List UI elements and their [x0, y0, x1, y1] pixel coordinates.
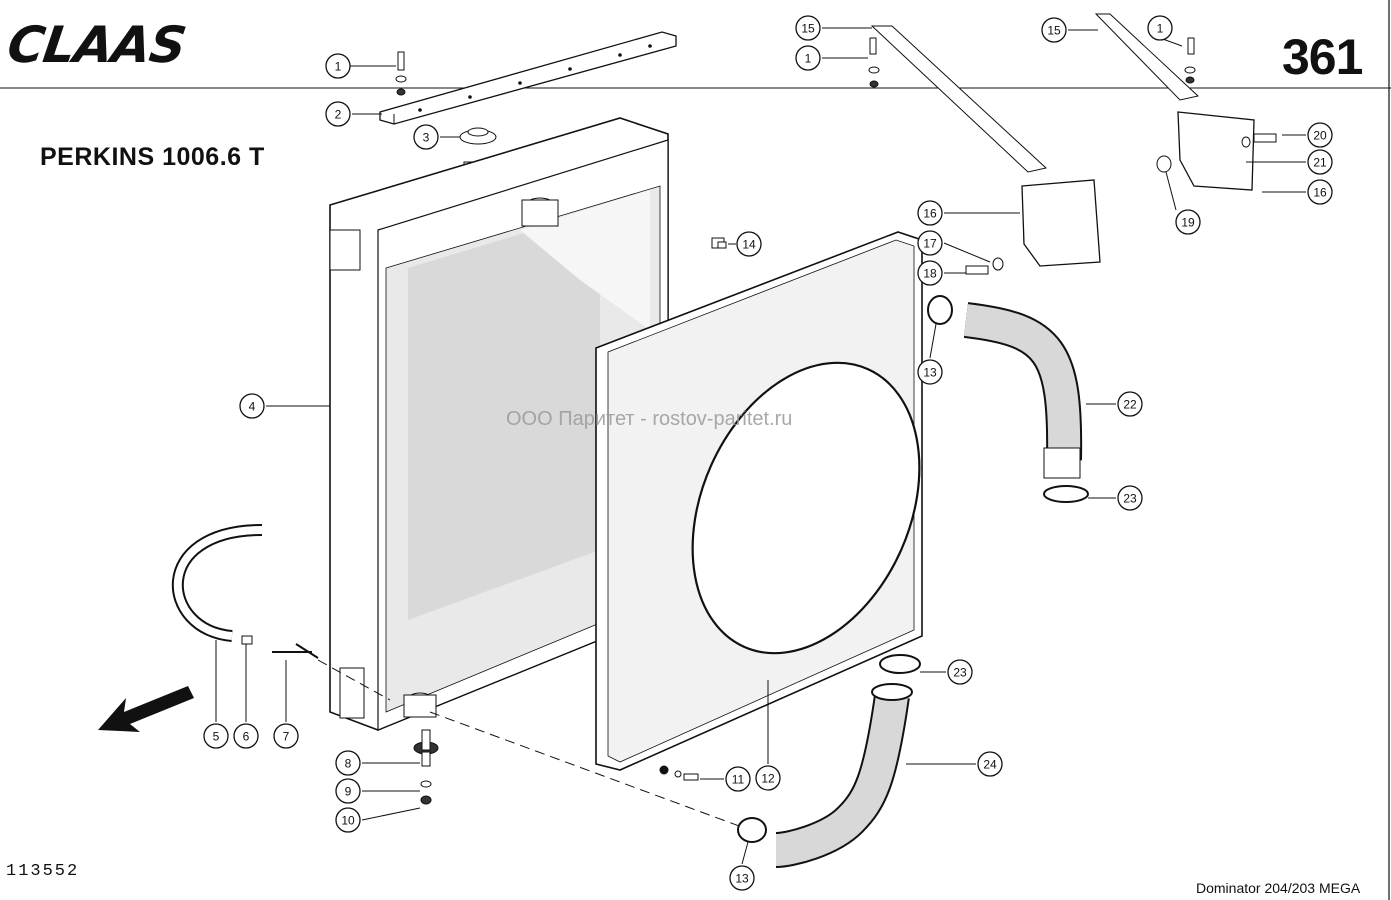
- svg-text:23: 23: [953, 666, 967, 680]
- callout-16: 16: [917, 200, 943, 226]
- callout-22: 22: [1117, 391, 1143, 417]
- svg-text:23: 23: [1123, 492, 1137, 506]
- svg-text:24: 24: [983, 758, 997, 772]
- callout-6: 6: [233, 723, 259, 749]
- callout-15: 15: [795, 15, 821, 41]
- callout-7: 7: [273, 723, 299, 749]
- svg-text:10: 10: [341, 814, 355, 828]
- leader-lines: [215, 27, 1306, 865]
- svg-text:20: 20: [1313, 129, 1327, 143]
- callout-19: 19: [1175, 209, 1201, 235]
- svg-text:8: 8: [345, 757, 352, 771]
- svg-text:13: 13: [923, 366, 937, 380]
- callout-23: 23: [947, 659, 973, 685]
- callout-21: 21: [1307, 149, 1333, 175]
- callout-2: 2: [325, 101, 351, 127]
- rubber-mount-part: [413, 729, 439, 805]
- svg-text:14: 14: [742, 238, 756, 252]
- svg-text:13: 13: [735, 872, 749, 886]
- callout-4: 4: [239, 393, 265, 419]
- screw-set-part: [659, 765, 699, 781]
- callout-15: 15: [1041, 17, 1067, 43]
- svg-text:15: 15: [1047, 24, 1061, 38]
- svg-text:15: 15: [801, 22, 815, 36]
- callout-1: 1: [325, 53, 351, 79]
- fitting-part: [711, 237, 727, 249]
- svg-text:6: 6: [243, 730, 250, 744]
- travel-direction-arrow: [98, 686, 194, 732]
- callout-17: 17: [917, 230, 943, 256]
- callout-1: 1: [1147, 15, 1173, 41]
- svg-text:3: 3: [423, 131, 430, 145]
- brand-logo: CLAAS: [3, 16, 190, 74]
- machine-model: Dominator 204/203 MEGA: [1196, 880, 1361, 896]
- svg-text:12: 12: [761, 772, 775, 786]
- watermark-text: ООО Паритет - rostov-paritet.ru: [506, 408, 793, 430]
- drawing-number: 113552: [6, 862, 80, 881]
- svg-text:16: 16: [1313, 186, 1327, 200]
- callout-10: 10: [335, 807, 361, 833]
- support-bar-part: [379, 31, 677, 125]
- callout-9: 9: [335, 778, 361, 804]
- fan-shroud-part: [595, 231, 923, 771]
- callout-24: 24: [977, 751, 1003, 777]
- callout-13: 13: [917, 359, 943, 385]
- svg-text:4: 4: [249, 400, 256, 414]
- engine-title: PERKINS 1006.6 T: [40, 143, 265, 171]
- svg-text:1: 1: [335, 60, 342, 74]
- svg-text:1: 1: [1157, 22, 1164, 36]
- svg-text:21: 21: [1313, 156, 1327, 170]
- svg-text:16: 16: [923, 207, 937, 221]
- svg-text:5: 5: [213, 730, 220, 744]
- callout-14: 14: [736, 231, 762, 257]
- callout-8: 8: [335, 750, 361, 776]
- svg-text:11: 11: [732, 773, 745, 787]
- callout-3: 3: [413, 124, 439, 150]
- radiator-core-part: [329, 117, 669, 731]
- callout-20: 20: [1307, 122, 1333, 148]
- svg-text:1: 1: [805, 52, 812, 66]
- callout-16: 16: [1307, 179, 1333, 205]
- lower-hose-part: [737, 654, 921, 868]
- callout-1: 1: [795, 45, 821, 71]
- alignment-dashed-line: [429, 711, 751, 831]
- svg-text:2: 2: [335, 108, 342, 122]
- upper-hose-part: [927, 295, 1089, 503]
- callout-12: 12: [755, 765, 781, 791]
- bracket-strap-part: [868, 13, 1277, 275]
- callout-5: 5: [203, 723, 229, 749]
- callout-18: 18: [917, 260, 943, 286]
- svg-text:9: 9: [345, 785, 352, 799]
- svg-text:19: 19: [1181, 216, 1195, 230]
- page-number: 361: [1282, 29, 1363, 85]
- bolt-washer-stack: [395, 51, 407, 96]
- svg-text:22: 22: [1123, 398, 1137, 412]
- drain-hose-part: [171, 524, 391, 701]
- svg-text:7: 7: [283, 730, 290, 744]
- callout-23: 23: [1117, 485, 1143, 511]
- callout-11: 11: [725, 766, 751, 792]
- svg-text:18: 18: [923, 267, 937, 281]
- svg-text:17: 17: [923, 237, 937, 251]
- callout-13: 13: [729, 865, 755, 891]
